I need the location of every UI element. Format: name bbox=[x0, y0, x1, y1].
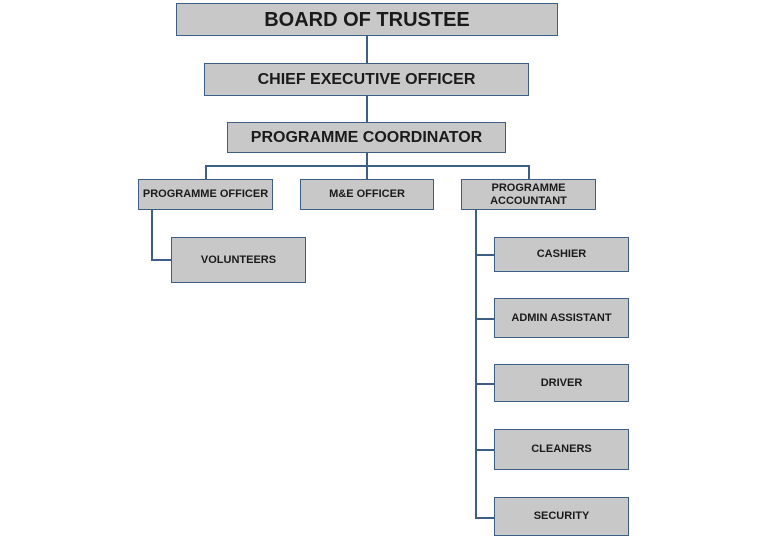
admin-assistant-node: ADMIN ASSISTANT bbox=[494, 298, 629, 338]
programme-coordinator-node: PROGRAMME COORDINATOR bbox=[227, 122, 506, 153]
programme-accountant-node: PROGRAMME ACCOUNTANT bbox=[461, 179, 596, 210]
connector-coordinator-bus bbox=[366, 152, 368, 166]
volunteers-node: VOLUNTEERS bbox=[171, 237, 306, 283]
connector-to-programme-officer bbox=[205, 165, 207, 180]
connector-to-cashier bbox=[475, 254, 495, 256]
me-officer-node: M&E OFFICER bbox=[300, 179, 434, 210]
cashier-node: CASHIER bbox=[494, 237, 629, 272]
driver-node: DRIVER bbox=[494, 364, 629, 402]
programme-officer-node: PROGRAMME OFFICER bbox=[138, 179, 273, 210]
ceo-node: CHIEF EXECUTIVE OFFICER bbox=[204, 63, 529, 96]
connector-board-ceo bbox=[366, 35, 368, 64]
connector-officer-volunteers-vertical bbox=[151, 209, 153, 260]
connector-to-cleaners bbox=[475, 449, 495, 451]
connector-to-security bbox=[475, 517, 495, 519]
connector-to-me-officer bbox=[366, 165, 368, 180]
connector-to-admin-assistant bbox=[475, 318, 495, 320]
cleaners-node: CLEANERS bbox=[494, 429, 629, 470]
security-node: SECURITY bbox=[494, 497, 629, 536]
board-of-trustee-node: BOARD OF TRUSTEE bbox=[176, 3, 558, 36]
connector-ceo-coordinator bbox=[366, 95, 368, 123]
connector-to-programme-accountant bbox=[528, 165, 530, 180]
connector-accountant-trunk bbox=[475, 209, 477, 518]
connector-officer-volunteers-horizontal bbox=[151, 259, 172, 261]
connector-to-driver bbox=[475, 383, 495, 385]
